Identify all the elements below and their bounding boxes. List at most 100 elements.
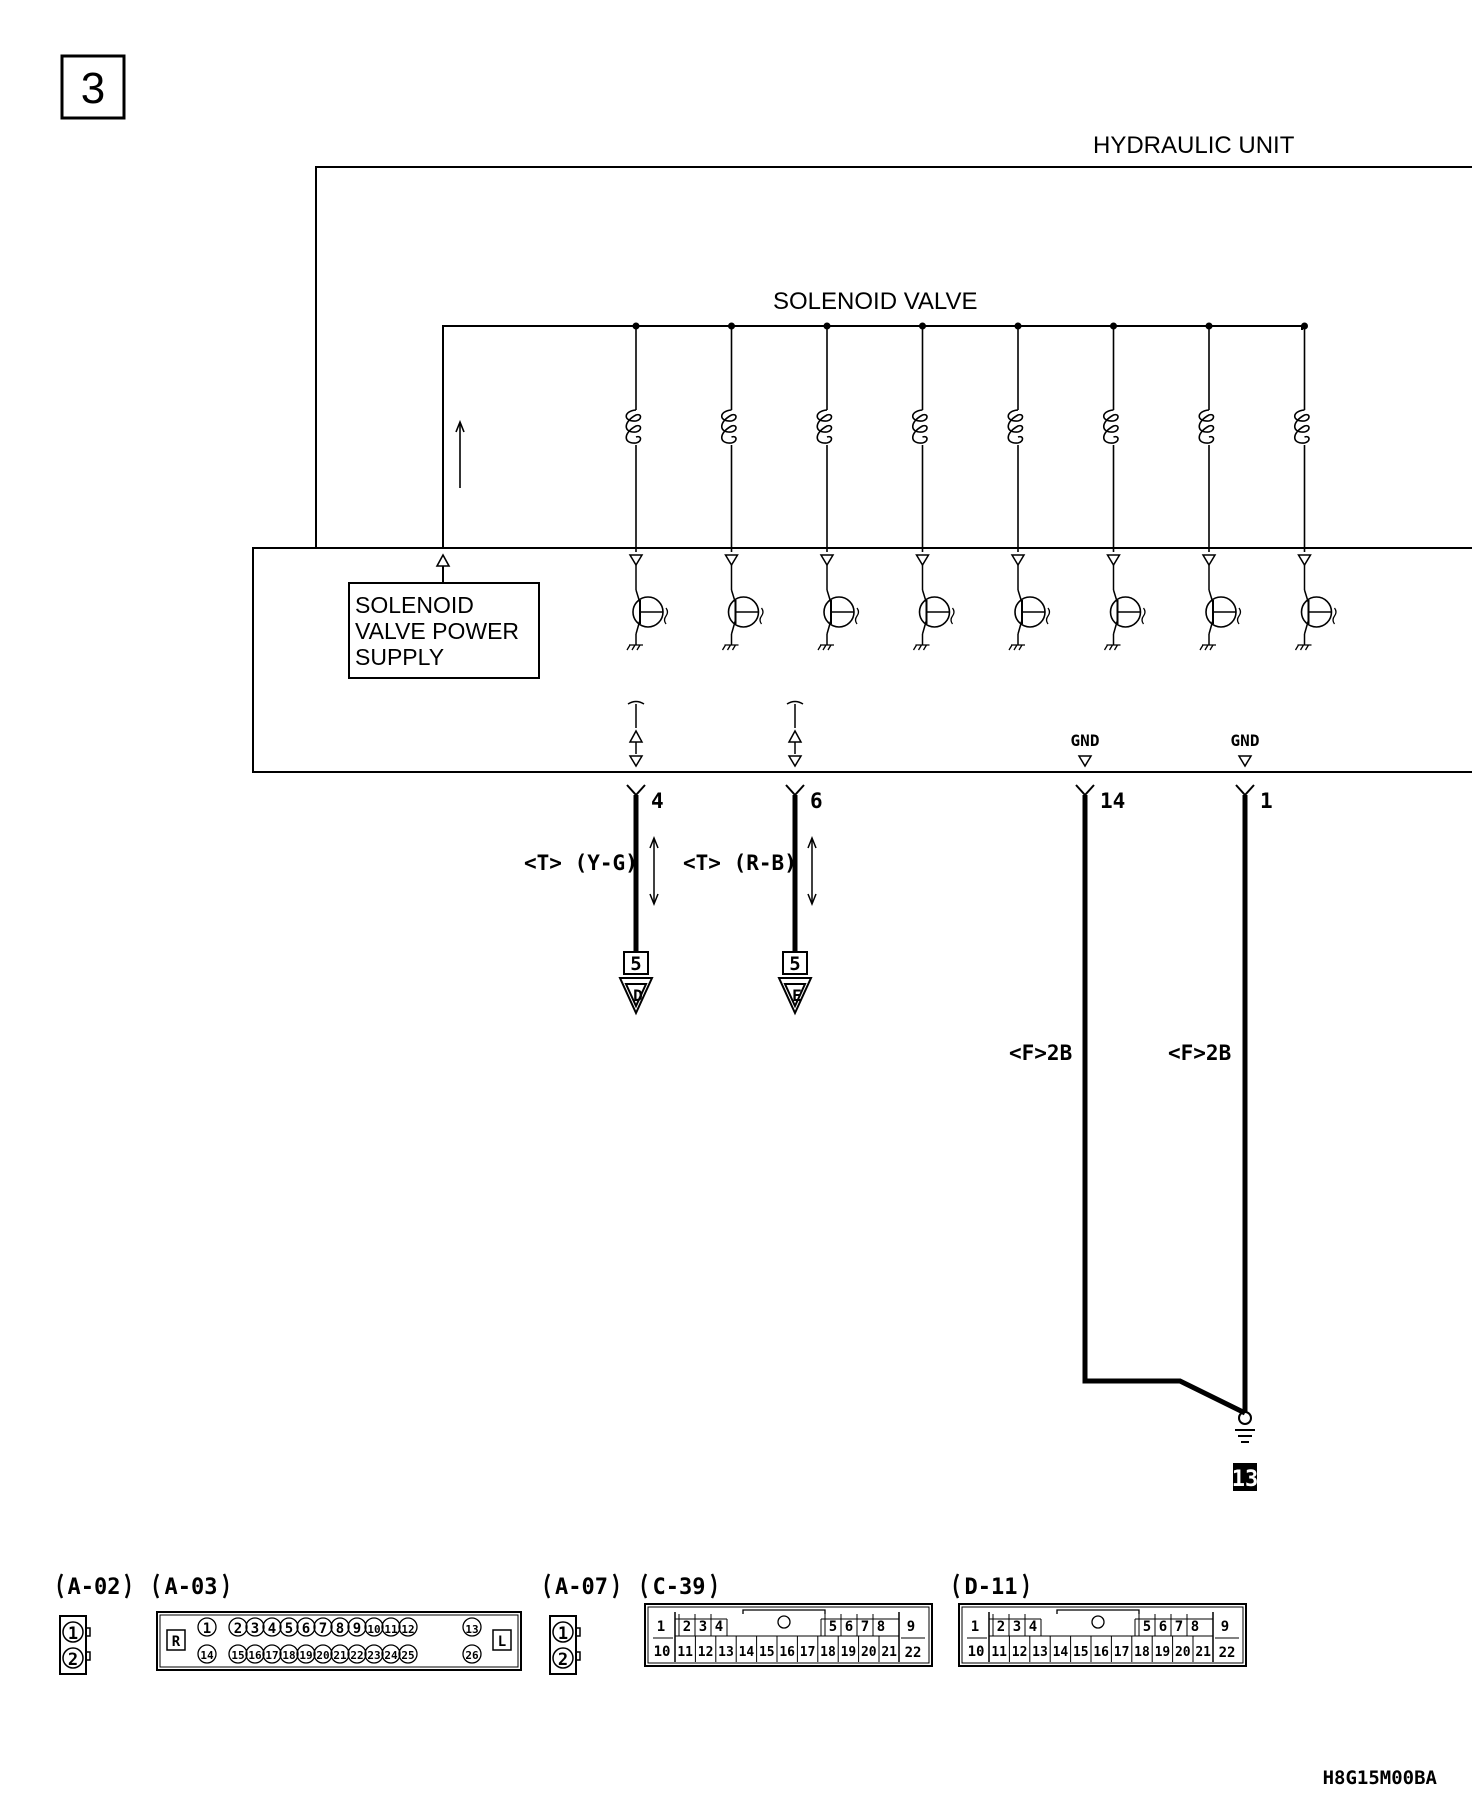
signal-wave-icon — [854, 607, 860, 625]
bracket-icon — [57, 1573, 131, 1599]
ref-page-box-E — [782, 951, 808, 975]
transistor-legs — [1112, 589, 1119, 635]
pin-outline — [62, 1621, 84, 1643]
transistor-legs — [730, 589, 737, 635]
pin-label: 11 — [677, 1645, 693, 1660]
signal-wave-icon — [786, 700, 804, 705]
connector-d-11-id: D-11 — [965, 1575, 1018, 1600]
latch-icon — [85, 1627, 91, 1637]
pin-label: 21 — [333, 1649, 347, 1662]
pin-outline — [279, 1617, 299, 1637]
side-right-label: L — [498, 1634, 506, 1650]
pin-outline — [262, 1644, 282, 1664]
terminal-icon — [628, 755, 644, 768]
connector-a-02: 12 — [59, 1615, 91, 1675]
pin-label: 4 — [268, 1621, 276, 1637]
pin-label: 4 — [715, 1619, 723, 1635]
coil-icon — [1102, 409, 1119, 444]
connector-d-11-id-tag: D-11 — [953, 1573, 1029, 1600]
pin-label: 18 — [282, 1649, 295, 1662]
signal-wave-icon — [1141, 607, 1146, 625]
connector-a-03-id-tag: A-03 — [153, 1573, 229, 1600]
pin-label: 8 — [1191, 1619, 1199, 1635]
pin-14-number: 14 — [1100, 789, 1125, 813]
pin-14-fork-icon — [1075, 784, 1095, 797]
pin-outline — [245, 1644, 265, 1664]
pin-outline — [364, 1617, 384, 1637]
pin-outline — [262, 1617, 282, 1637]
off-page-arrow-E — [777, 977, 813, 1016]
pin-label: 16 — [779, 1645, 795, 1660]
center-mark-icon — [777, 1615, 791, 1629]
connector-c-39-id-tag: C-39 — [641, 1573, 717, 1600]
coil-icon — [1293, 409, 1310, 444]
lock-tab-icon — [1056, 1609, 1140, 1614]
bracket-icon — [544, 1573, 619, 1599]
pin-outline — [279, 1644, 299, 1664]
pin-label: 6 — [302, 1621, 310, 1637]
connector-a-02-id-tag: A-02 — [57, 1573, 131, 1600]
transistor-legs — [826, 589, 832, 635]
pin-label: 14 — [1053, 1645, 1069, 1660]
chassis-ground-icon — [1008, 644, 1025, 651]
lock-tab-icon — [742, 1609, 826, 1614]
pin-outline — [296, 1617, 316, 1637]
ref-letter-E: E — [792, 986, 802, 1005]
pin-label: 8 — [877, 1619, 885, 1635]
coil-icon — [720, 409, 737, 444]
connector-a-07-id-tag: A-07 — [544, 1573, 619, 1600]
pin-label: 5 — [285, 1621, 293, 1637]
signal-wave-icon — [1045, 607, 1051, 625]
pin-label: 1 — [68, 1624, 78, 1644]
wire-1-code: <F>2B — [1168, 1041, 1231, 1065]
signal-wave-icon — [1332, 607, 1337, 625]
pin-label: 3 — [1013, 1619, 1021, 1635]
solenoid-valve-title: SOLENOID VALVE — [773, 288, 978, 315]
solenoid-4 — [911, 322, 955, 651]
solenoid-6 — [1102, 322, 1146, 651]
pin-label: 23 — [367, 1649, 380, 1662]
pin-outline — [364, 1644, 384, 1664]
center-mark-icon — [1091, 1615, 1105, 1629]
power-supply-terminal-icon — [435, 553, 451, 567]
current-flow-arrowhead — [455, 419, 465, 433]
pin-4-fork-icon — [626, 784, 646, 797]
pin-label: 24 — [384, 1649, 398, 1662]
pin-label: 20 — [1175, 1645, 1191, 1660]
pin-label: 17 — [800, 1645, 816, 1660]
side-key-left — [166, 1629, 186, 1651]
pin-outline — [381, 1644, 401, 1664]
pin-label: 17 — [265, 1649, 278, 1662]
power-supply-line-3: SUPPLY — [355, 644, 444, 670]
pin-label: 17 — [1114, 1645, 1130, 1660]
pin-label: 2 — [558, 1650, 568, 1670]
pin-label: 13 — [465, 1623, 478, 1636]
coil-icon — [1198, 409, 1215, 444]
transistor-legs — [1017, 589, 1023, 635]
pin-label: 6 — [845, 1619, 853, 1635]
pin-4-number: 4 — [651, 789, 664, 813]
connector-c-39-id: C-39 — [653, 1575, 706, 1600]
pin-label: 12 — [698, 1645, 714, 1660]
connector-housing — [59, 1615, 87, 1675]
pin-label: 7 — [861, 1619, 869, 1635]
pin-label: 22 — [905, 1645, 922, 1661]
solenoid-columns — [625, 322, 1337, 651]
pin-label: 2 — [234, 1621, 242, 1637]
terminal-icon — [1297, 554, 1312, 567]
pin-6-number: 6 — [810, 789, 823, 813]
connector-inner — [647, 1606, 930, 1664]
connector-housing — [958, 1603, 1247, 1667]
pin-label: 1 — [657, 1619, 665, 1635]
pin-label: 3 — [251, 1621, 259, 1637]
pin-label: 14 — [739, 1645, 755, 1660]
terminal-icon — [787, 755, 803, 768]
transistor-legs — [921, 589, 928, 635]
drawing-code: H8G15M00BA — [1323, 1767, 1438, 1789]
page-number-box — [60, 54, 126, 120]
pin-label: 18 — [820, 1645, 836, 1660]
wire-pin-14 — [1082, 795, 1247, 1416]
